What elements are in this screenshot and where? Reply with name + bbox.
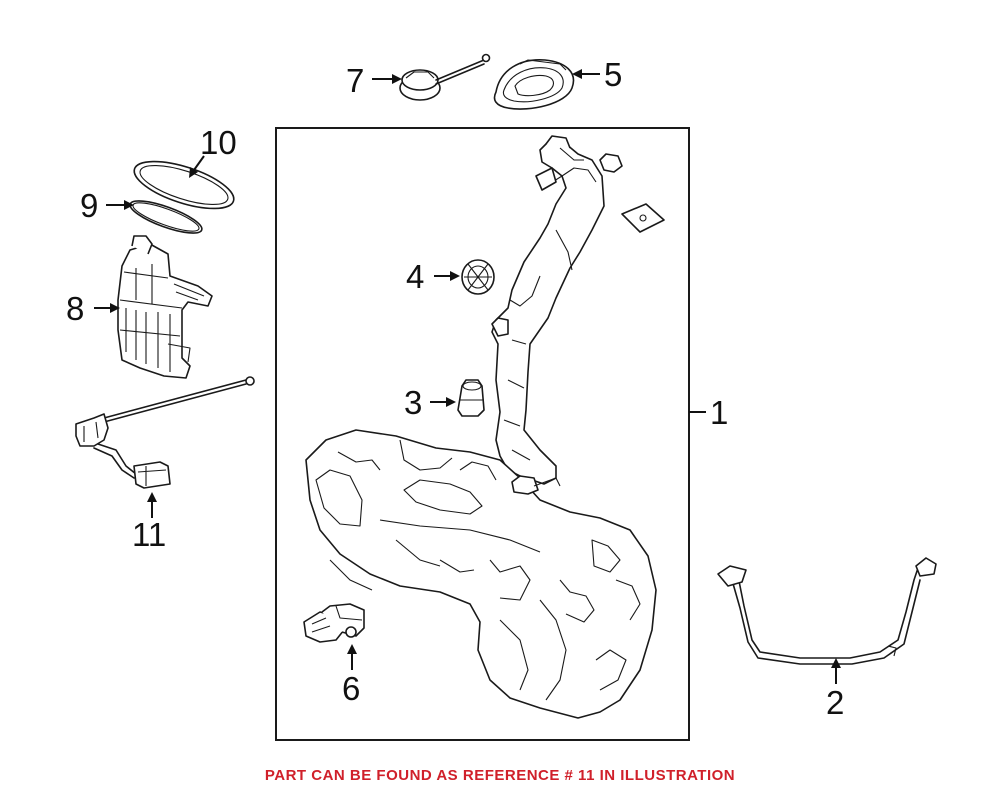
callout-6: 6 [342,670,360,707]
part-1-fuel-tank [305,135,657,719]
part-2-tank-strap [717,557,937,665]
callout-3: 3 [404,384,422,421]
callout-5: 5 [604,56,622,93]
callout-4: 4 [406,258,424,295]
reference-caption: PART CAN BE FOUND AS REFERENCE # 11 IN I… [264,767,736,784]
part-5-access-cover [493,59,575,110]
part-6-sensor [303,603,365,643]
filler-gasket-square [621,203,665,233]
part-7-cap-with-cable [399,53,491,101]
callout-11: 11 [132,516,166,553]
part-11-level-sender [75,376,255,489]
part-9-o-ring [129,200,203,234]
callout-8: 8 [66,290,84,327]
callout-10: 10 [200,124,237,161]
tank-assembly-frame [275,127,690,741]
callout-9: 9 [80,187,98,224]
callout-1: 1 [710,394,728,431]
callout-7: 7 [346,62,364,99]
part-4-grommet [461,259,495,295]
callout-2: 2 [826,684,844,721]
part-8-fuel-pump-module [117,235,213,379]
part-3-plug [457,379,485,417]
part-10-seal-ring [133,160,235,210]
callout-arrows [94,69,841,684]
